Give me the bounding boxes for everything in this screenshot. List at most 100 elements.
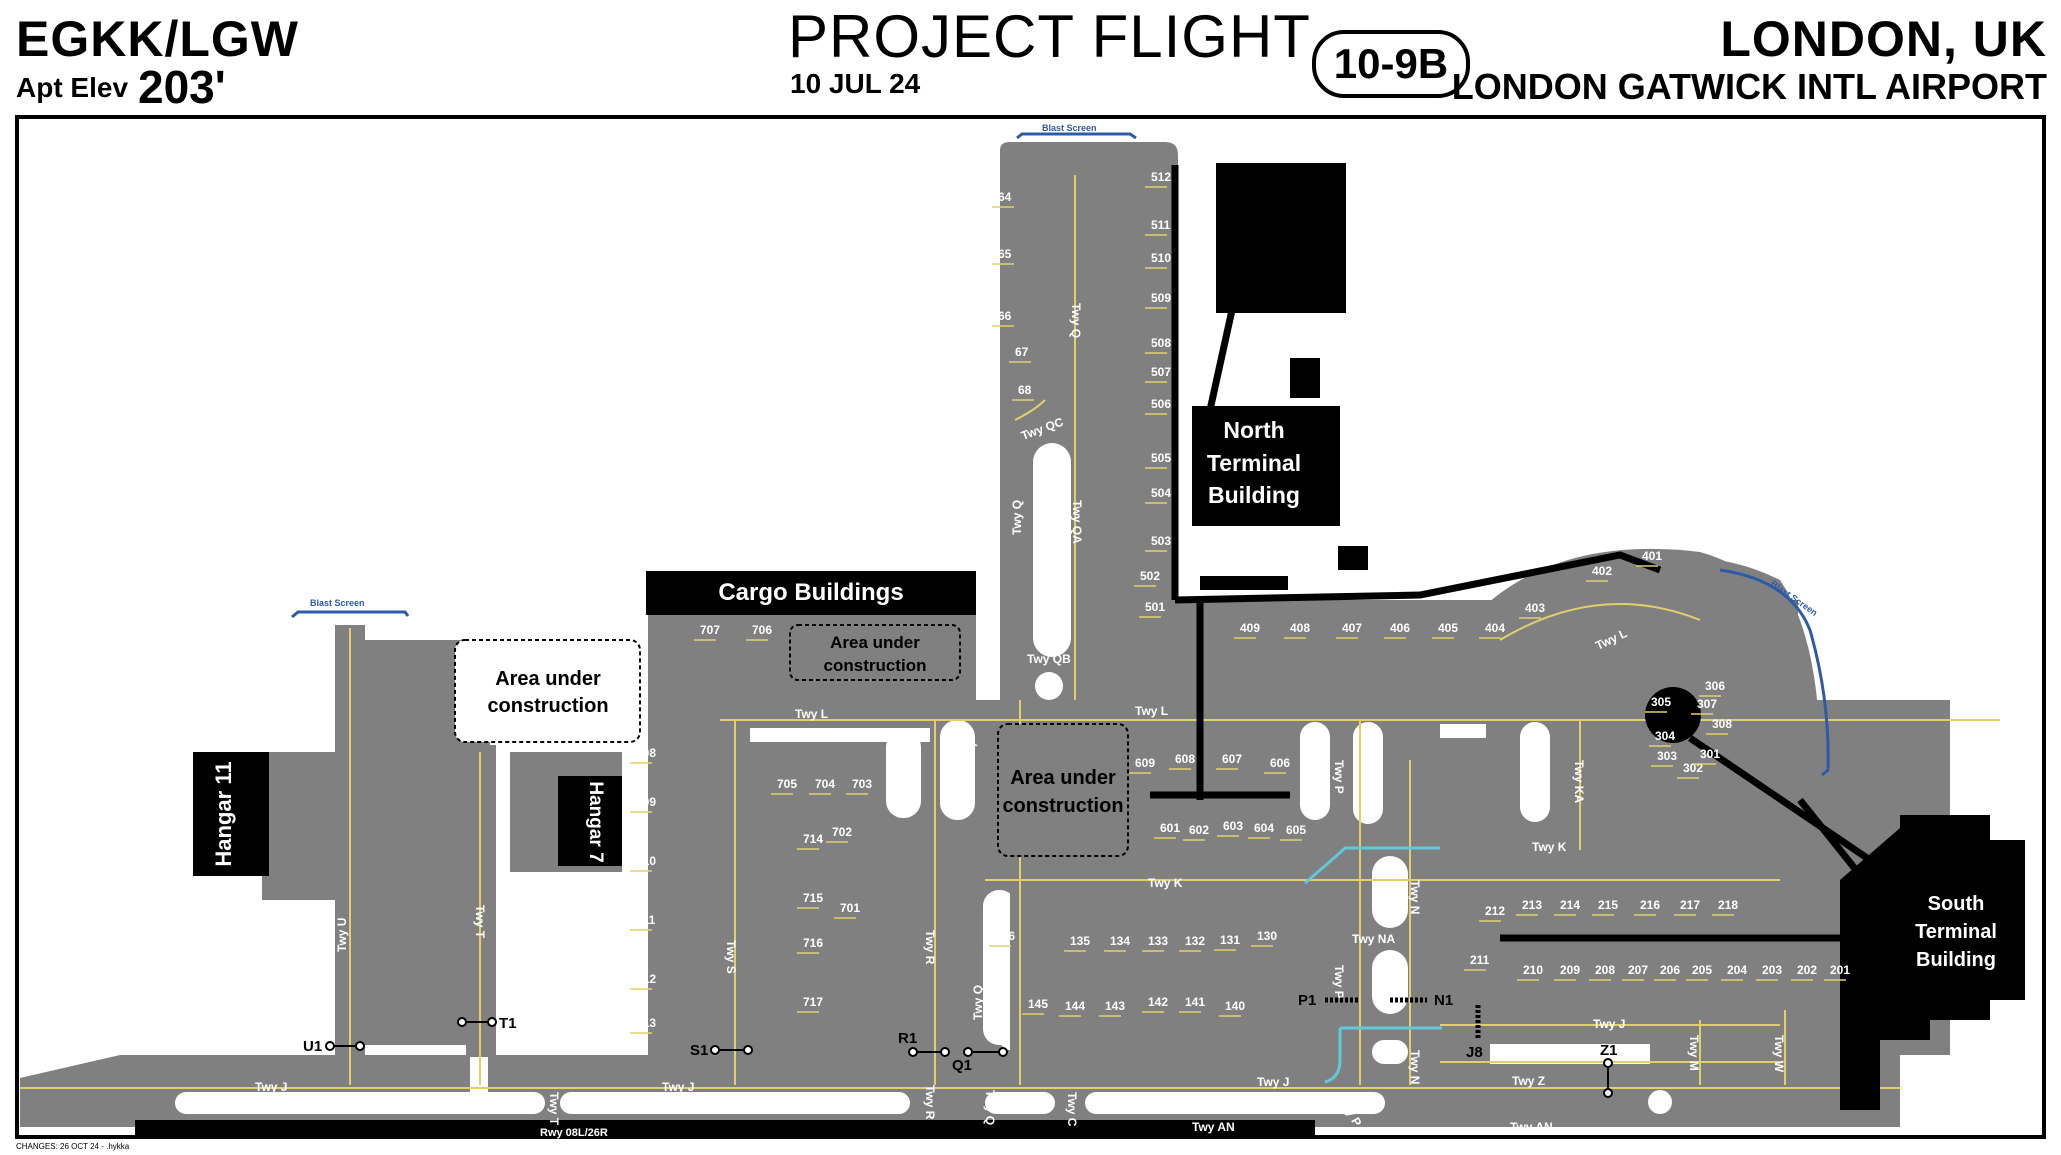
north-terminal-annex: [1216, 163, 1346, 313]
stand-number: 501: [1145, 600, 1165, 614]
twy-label: Twy N: [1408, 880, 1422, 914]
stand-number: 306: [1705, 679, 1725, 693]
stop-bars: [1304, 846, 1442, 1084]
stand-number: 601: [1160, 821, 1180, 835]
stand-number: 213: [1522, 898, 1542, 912]
stand-number: 506: [1151, 397, 1171, 411]
stand-number: 712: [636, 972, 656, 986]
stand-number: 512: [1151, 170, 1171, 184]
airport-icao-code: EGKK/LGW: [16, 11, 299, 67]
south-terminal-label: Terminal: [1915, 921, 1997, 943]
chart-title: PROJECT FLIGHT: [788, 3, 1311, 70]
twy-label: Twy R: [923, 1085, 937, 1120]
stand-number: 702: [832, 825, 852, 839]
stand-number: 716: [803, 936, 823, 950]
hangar-11: [193, 752, 269, 876]
holding-points: [325, 997, 1613, 1098]
buildings-layer: [193, 163, 2025, 1110]
cargo-buildings-label: Cargo Buildings: [718, 579, 903, 606]
twy-label: Twy J: [1593, 1017, 1625, 1031]
twy-label: Twy K: [1148, 876, 1183, 890]
stand-number: 141: [1185, 995, 1205, 1009]
stand-number: 401: [1642, 549, 1662, 563]
islands-layer: [175, 443, 1672, 1114]
stand-number: 408: [1290, 621, 1310, 635]
stand-number: 203: [1762, 963, 1782, 977]
holding-point-label: Q1: [952, 1057, 972, 1074]
twy-label: Twy R: [923, 930, 937, 965]
construction-areas: [454, 624, 1129, 857]
stand-number: 703: [852, 777, 872, 791]
stand-number: 508: [1151, 336, 1171, 350]
stand-number: 65: [998, 247, 1012, 261]
stand-number: 210: [1523, 963, 1543, 977]
north-terminal-label: Terminal: [1207, 450, 1301, 476]
stand-number: 711: [636, 913, 656, 927]
stand-number: 403: [1525, 601, 1545, 615]
stand-number: 504: [1151, 486, 1171, 500]
stand-number: 308: [1712, 717, 1732, 731]
stand-number: 511: [1151, 218, 1171, 232]
twy-label: Twy QB: [1027, 652, 1071, 666]
construction-area-label: Area under: [1010, 767, 1116, 789]
blast-screen-label: Blast Screen: [310, 598, 365, 608]
city-name: LONDON, UK: [1720, 11, 2047, 67]
stand-number: 707: [700, 623, 720, 637]
stand-number: 68: [1018, 383, 1032, 397]
stand-number: 709: [636, 795, 656, 809]
stand-number: 136: [995, 929, 1015, 943]
elevation-label: Apt Elev: [16, 72, 129, 103]
twy-label: Twy L: [1135, 704, 1168, 718]
stand-number: 132: [1185, 934, 1205, 948]
twy-label: Twy P: [1332, 965, 1346, 999]
north-terminal-label: North: [1223, 417, 1284, 443]
stand-number: 502: [1140, 569, 1160, 583]
twy-label: Twy W: [1772, 1035, 1786, 1073]
twy-label: Twy KA: [1572, 760, 1586, 803]
stand-number: 202: [1797, 963, 1817, 977]
south-terminal-label: Building: [1916, 949, 1996, 971]
stand-number: 714: [803, 832, 823, 846]
twy-label: Twy Q: [1010, 500, 1024, 535]
twy-label: Twy Z: [1512, 1074, 1545, 1088]
stand-number: 701: [840, 901, 860, 915]
runway-label: Rwy 08L/26R: [540, 1127, 608, 1139]
stand-number: 130: [1257, 929, 1277, 943]
twy-label: Twy Q: [983, 1090, 997, 1125]
chart-date: 10 JUL 24: [790, 68, 921, 99]
runway-08l-26r: [135, 1120, 1315, 1136]
holding-point-label: Z1: [1600, 1042, 1618, 1059]
stand-number: 607: [1222, 752, 1242, 766]
stand-number: 209: [1560, 963, 1580, 977]
cargo-buildings: [646, 571, 976, 615]
stand-number: 67: [1015, 345, 1029, 359]
stand-number: 704: [815, 777, 835, 791]
stand-number: 205: [1692, 963, 1712, 977]
holding-point-label: S1: [690, 1042, 708, 1059]
stand-number: 503: [1151, 534, 1171, 548]
twy-label: Twy K: [1532, 840, 1567, 854]
twy-label: Twy Q: [1069, 303, 1083, 338]
stand-number: 214: [1560, 898, 1580, 912]
hangar-7: [558, 776, 622, 866]
twy-label: Twy T: [547, 1092, 561, 1126]
changes-note: CHANGES: 26 OCT 24 - .hykka: [16, 1142, 130, 1151]
hangar-7-label: Hangar 7: [585, 781, 606, 862]
stand-number: 604: [1254, 821, 1274, 835]
stand-number: 406: [1390, 621, 1410, 635]
stand-number: 215: [1598, 898, 1618, 912]
stand-number: 708: [636, 746, 656, 760]
stand-number: 135: [1070, 934, 1090, 948]
construction-area-label: construction: [1002, 795, 1123, 817]
stand-number: 509: [1151, 291, 1171, 305]
twy-label: Twy C: [1065, 1092, 1079, 1127]
stand-number: 144: [1065, 999, 1085, 1013]
stand-number: 304: [1655, 729, 1675, 743]
taxiway-centerlines: [20, 175, 2000, 1089]
stand-number: 405: [1438, 621, 1458, 635]
stand-number: 301: [1700, 747, 1720, 761]
stand-number: 407: [1342, 621, 1362, 635]
stand-number: 140: [1225, 999, 1245, 1013]
stand-number: 705: [777, 777, 797, 791]
